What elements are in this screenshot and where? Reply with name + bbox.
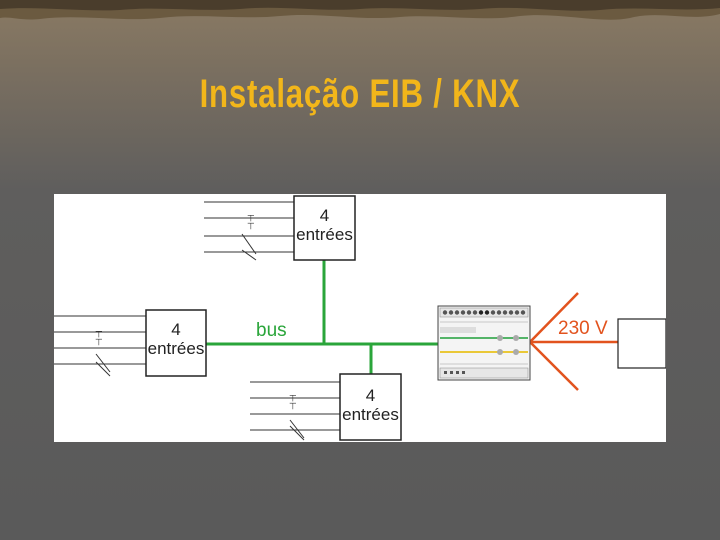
switch-group-bottom: ⊣⊣: [250, 381, 340, 441]
input-module-3: 4 entrées: [340, 386, 401, 424]
knx-diagram: ⊣⊣ ⊣⊣ ⊣⊣: [54, 194, 666, 442]
input-module-3-box: [339, 373, 402, 441]
diagram-drawing: ⊣⊣ ⊣⊣ ⊣⊣: [54, 195, 666, 441]
input-module-1-label: entrées: [296, 225, 353, 244]
torn-paper-header: [0, 0, 720, 20]
input-module-1-count: 4: [319, 206, 330, 225]
input-module-3-label: entrées: [342, 405, 399, 424]
svg-text:⊣⊣: ⊣⊣: [94, 330, 104, 346]
input-module-2: 4 entrées: [146, 320, 206, 358]
input-module-3-count: 4: [365, 386, 376, 405]
mains-box: [617, 318, 666, 369]
input-module-1-box: [293, 195, 356, 261]
input-module-2-count: 4: [171, 320, 181, 339]
input-module-1: 4 entrées: [294, 206, 355, 244]
input-module-2-box: [145, 309, 207, 377]
slide-title: Instalação EIB / KNX: [199, 72, 521, 116]
bus-lines: [206, 260, 438, 374]
power-lines: [529, 292, 618, 391]
switch-group-top: ⊣⊣: [204, 201, 294, 261]
svg-text:⊣⊣: ⊣⊣: [246, 214, 256, 230]
voltage-label: 230 V: [558, 318, 608, 339]
actuator-device: [437, 305, 531, 381]
input-module-2-label: entrées: [147, 339, 205, 358]
svg-text:⊣⊣: ⊣⊣: [288, 394, 298, 410]
bus-label: bus: [256, 320, 287, 341]
switch-group-left: ⊣⊣: [54, 315, 146, 377]
